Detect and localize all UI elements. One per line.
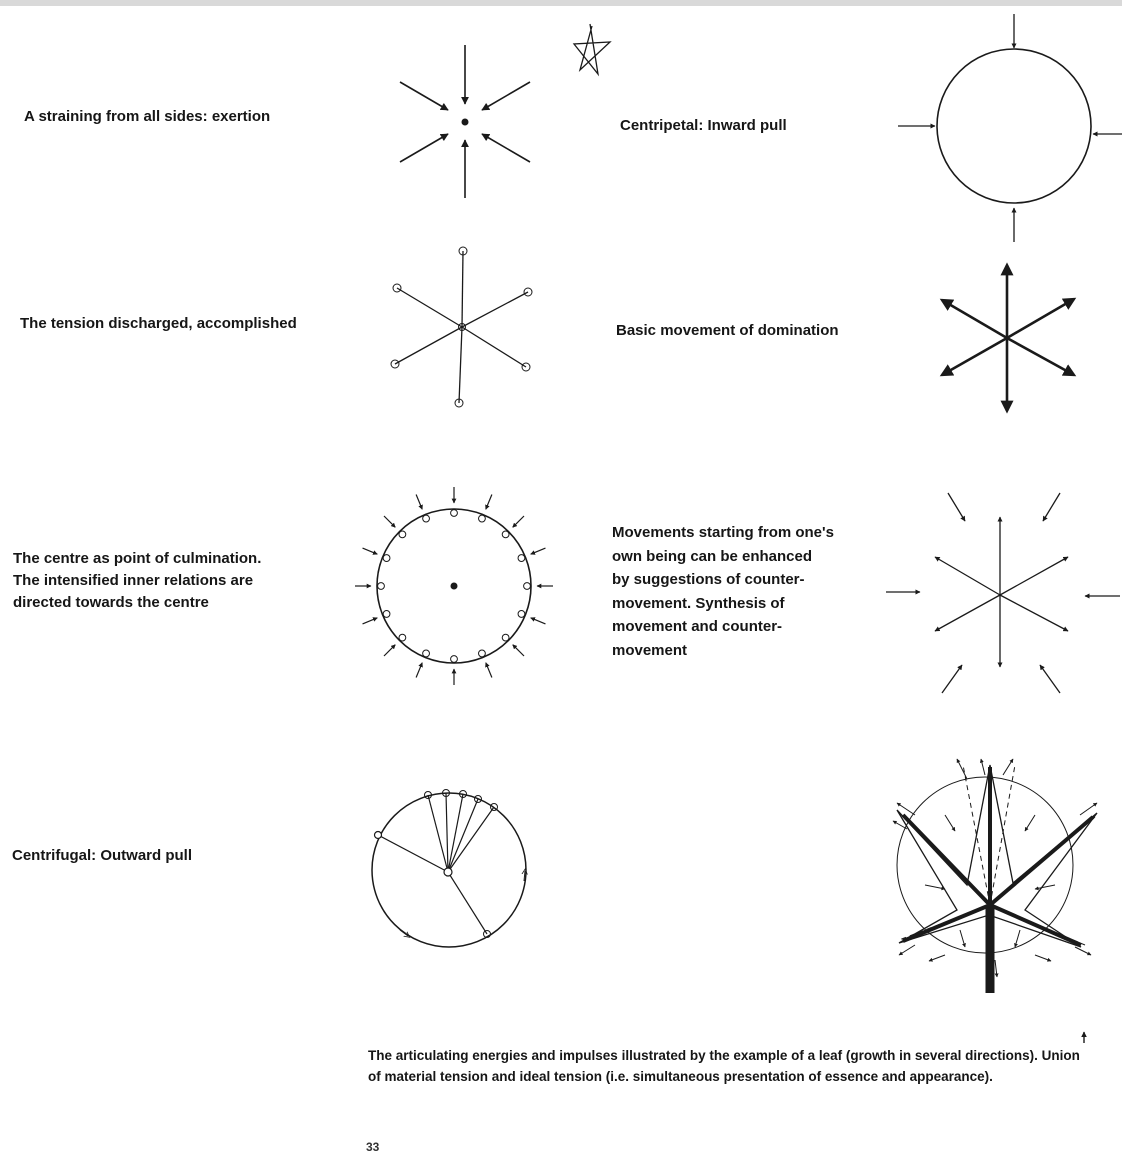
label-centrifugal: Centrifugal: Outward pull	[12, 845, 192, 867]
inward-arrow	[513, 645, 524, 656]
tension-diagram	[385, 240, 545, 420]
center-dot	[462, 119, 468, 125]
centrifugal-diagram	[360, 785, 540, 960]
leaf-small-arrow	[1015, 930, 1020, 947]
domination-diagram	[930, 255, 1085, 420]
label-movements: Movements starting from one's own being …	[612, 521, 834, 662]
leaf-small-arrow	[957, 759, 967, 779]
leaf-small-arrow	[995, 960, 997, 977]
figure-caption: The articulating energies and impulses i…	[368, 1045, 1090, 1087]
circle-dot	[399, 531, 406, 538]
circle-dot	[479, 515, 486, 522]
label-domination: Basic movement of domination	[616, 320, 839, 342]
label-centripetal: Centripetal: Inward pull	[620, 115, 787, 137]
inward-arrow	[486, 663, 492, 678]
circle-dot	[451, 510, 458, 517]
top-border	[0, 0, 1122, 6]
inward-arrow	[384, 516, 395, 527]
leaf-small-arrow	[1075, 947, 1091, 955]
label-exertion: A straining from all sides: exertion	[24, 106, 270, 128]
inward-arrow	[416, 663, 422, 678]
leaf-small-arrow	[1035, 885, 1055, 889]
circle-dot	[378, 583, 385, 590]
circle-dot	[383, 611, 390, 618]
circle-dot	[423, 650, 430, 657]
leaf-small-arrow	[945, 815, 955, 831]
leaf-small-arrow	[899, 945, 915, 955]
centripetal-diagram	[890, 10, 1122, 250]
arrow-lower-right	[482, 134, 530, 162]
center-dot	[451, 583, 458, 590]
arrow-upper-right	[482, 82, 530, 110]
circle-dot	[383, 555, 390, 562]
inward-arrow	[363, 618, 378, 624]
inward-arrow	[363, 548, 378, 554]
small-up-arrow-mark	[1078, 1028, 1090, 1044]
circle-dot	[524, 583, 531, 590]
inward-arrow	[531, 548, 546, 554]
page-number: 33	[366, 1140, 379, 1154]
inward-arrow	[384, 645, 395, 656]
arrow-upper-left	[400, 82, 448, 110]
circle-dot	[502, 634, 509, 641]
inward-arrow	[531, 618, 546, 624]
leaf-small-arrow	[1035, 955, 1051, 961]
counter-movement-diagram	[880, 485, 1120, 700]
leaf-circle	[897, 777, 1073, 953]
circle-dot	[423, 515, 430, 522]
centripetal-circle	[937, 49, 1091, 203]
exertion-diagram	[380, 30, 560, 220]
arrow-lower-left	[400, 134, 448, 162]
circle-dot	[451, 656, 458, 663]
leaf-small-arrow	[1080, 803, 1097, 815]
circle-dot	[518, 555, 525, 562]
inward-arrow	[513, 516, 524, 527]
leaf-small-arrow	[960, 930, 965, 947]
leaf-small-arrow	[1003, 759, 1013, 775]
circle-dot	[399, 634, 406, 641]
circle-dot	[502, 531, 509, 538]
culmination-diagram	[350, 478, 565, 698]
circle-dot	[518, 611, 525, 618]
leaf-small-arrow	[1025, 815, 1035, 831]
label-tension-discharged: The tension discharged, accomplished	[20, 313, 297, 335]
leaf-small-arrow	[981, 759, 985, 775]
star-doodle	[568, 20, 618, 80]
inward-arrow	[486, 495, 492, 510]
label-culmination: The centre as point of culmination. The …	[13, 548, 261, 614]
circle-dot	[479, 650, 486, 657]
inward-arrow	[416, 495, 422, 510]
leaf-small-arrow	[929, 955, 945, 961]
leaf-diagram	[885, 755, 1110, 1000]
